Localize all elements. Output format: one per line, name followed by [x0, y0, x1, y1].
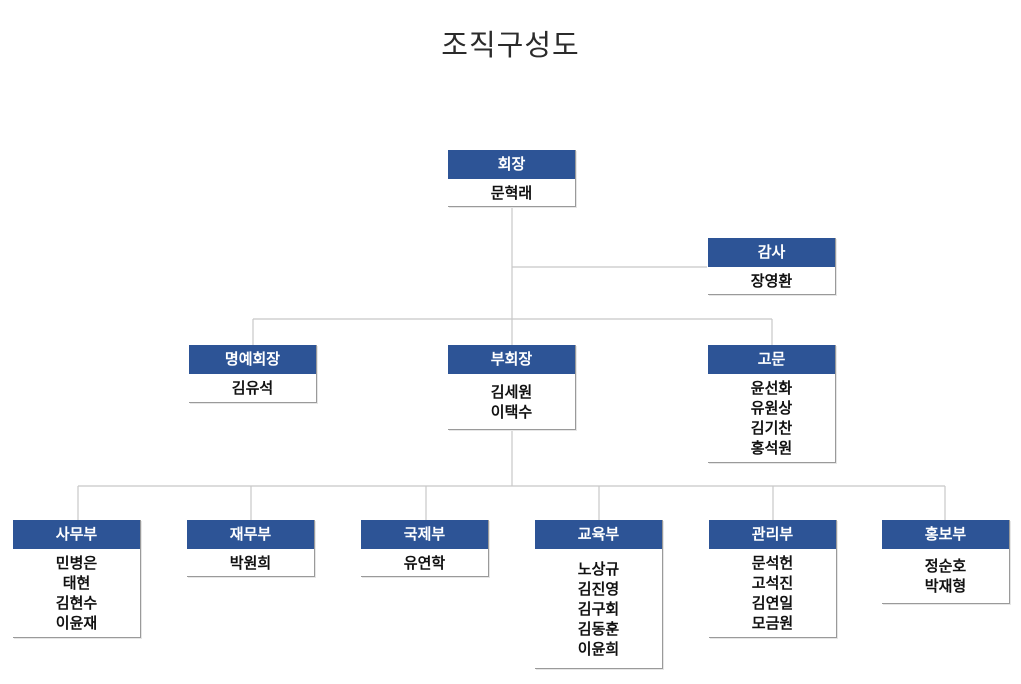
node-role: 명예회장: [189, 345, 316, 374]
node-role: 회장: [448, 150, 575, 179]
node-role: 국제부: [361, 520, 488, 549]
member-name: 유연학: [403, 553, 446, 572]
member-name: 고석진: [751, 574, 794, 592]
node-role: 부회장: [448, 345, 575, 374]
member-name: 장영환: [750, 271, 793, 290]
node-role: 사무부: [13, 520, 140, 549]
member-name: 태현: [62, 574, 91, 592]
member-name: 민병은: [55, 554, 98, 572]
member-name: 이윤희: [577, 639, 620, 658]
member-name: 정순호: [924, 557, 967, 575]
member-name: 박원희: [229, 553, 272, 572]
member-name: 문혁래: [490, 183, 533, 202]
member-name: 유원상: [750, 399, 793, 417]
member-name: 홍석원: [750, 439, 793, 457]
member-name: 김유석: [231, 379, 274, 397]
node-role: 감사: [708, 238, 835, 267]
node-role: 고문: [708, 345, 835, 374]
member-name: 김세원: [490, 382, 533, 401]
member-name: 노상규: [577, 559, 620, 578]
node-vice: 부회장 김세원 이택수: [448, 345, 576, 430]
node-honorary: 명예회장 김유석: [189, 345, 317, 403]
member-name: 모금원: [751, 614, 794, 632]
node-advisor: 고문 윤선화 유원상 김기찬 홍석원: [708, 345, 836, 463]
node-finance: 재무부 박원희: [187, 520, 315, 577]
member-name: 윤선화: [750, 379, 793, 397]
member-name: 이택수: [490, 402, 533, 421]
node-pr: 홍보부 정순호 박재형: [882, 520, 1010, 604]
node-education: 교육부 노상규 김진영 김구회 김동훈 이윤희: [535, 520, 663, 669]
node-chairman: 회장 문혁래: [448, 150, 576, 207]
member-name: 김구회: [577, 599, 620, 618]
node-role: 홍보부: [882, 520, 1009, 549]
member-name: 이윤재: [55, 614, 98, 632]
member-name: 김연일: [751, 594, 794, 612]
node-management: 관리부 문석헌 고석진 김연일 모금원: [709, 520, 837, 638]
node-role: 교육부: [535, 520, 662, 549]
node-role: 재무부: [187, 520, 314, 549]
member-name: 박재형: [924, 577, 967, 595]
member-name: 문석헌: [751, 554, 794, 572]
member-name: 김진영: [577, 579, 620, 598]
member-name: 김현수: [55, 594, 98, 612]
member-name: 김기찬: [750, 419, 793, 437]
node-office: 사무부 민병은 태현 김현수 이윤재: [13, 520, 141, 638]
node-auditor: 감사 장영환: [708, 238, 836, 295]
page-title: 조직구성도: [441, 28, 580, 62]
node-international: 국제부 유연학: [361, 520, 489, 577]
member-name: 김동훈: [577, 619, 620, 638]
node-role: 관리부: [709, 520, 836, 549]
